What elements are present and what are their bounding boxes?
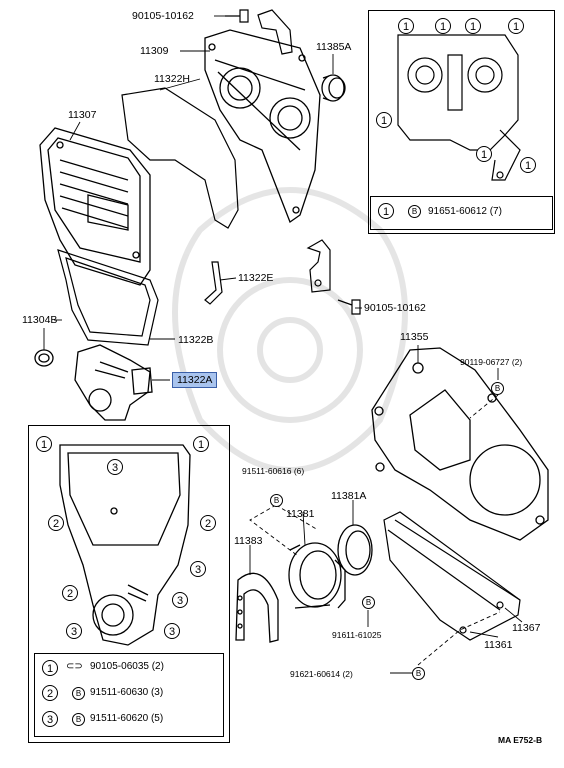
label-11322e: 11322E — [238, 272, 274, 284]
legend-bottom-bolt-icon-3: B — [72, 713, 85, 726]
callout-1: 1 — [435, 18, 451, 34]
page-code: MA E752-B — [498, 735, 543, 745]
timing-cover-no1 — [39, 127, 151, 286]
callout-1: 1 — [398, 18, 414, 34]
timing-cover-no2 — [204, 29, 321, 224]
callout-3: 3 — [107, 459, 123, 475]
legend-bottom-mark-2: 2 — [42, 685, 58, 701]
legend-top-mark: 1 — [378, 203, 394, 219]
inset-bottom-left-drawing — [59, 444, 191, 646]
legend-bottom-part-3: 91511-60620 (5) — [90, 713, 164, 724]
callout-1: 1 — [465, 18, 481, 34]
oil-seal-11385a — [321, 74, 346, 102]
inset-top-right-legend-frame — [370, 196, 553, 230]
watermark-emblem — [172, 187, 408, 473]
seal-retainer-group — [235, 524, 373, 643]
seal-11304b — [34, 349, 54, 367]
legend-bottom-part-1: 90105-06035 (2) — [90, 661, 164, 672]
bolt-marker-91611: B — [362, 596, 375, 609]
label-11322h: 11322H — [154, 73, 191, 85]
lower-cover-gasket — [57, 249, 159, 346]
label-91621-60614: 91621-60614 (2) — [290, 669, 353, 679]
legend-top-bolt-icon: B — [408, 205, 421, 218]
dashed-leaders — [249, 394, 501, 666]
callout-1: 1 — [476, 146, 492, 162]
bolt-marker-91511-60616: B — [270, 494, 283, 507]
label-11304b: 11304B — [22, 314, 58, 326]
callout-3: 3 — [172, 592, 188, 608]
callout-3: 3 — [66, 623, 82, 639]
label-11307: 11307 — [68, 109, 97, 121]
legend-bottom-bolt-icon-2: B — [72, 687, 85, 700]
callout-3: 3 — [164, 623, 180, 639]
label-11322b: 11322B — [178, 334, 214, 346]
legend-top-part: 91651-60612 (7) — [428, 206, 502, 217]
label-91611-61025: 91611-61025 — [332, 630, 382, 640]
callout-1: 1 — [508, 18, 524, 34]
end-plate-11355 — [371, 347, 549, 541]
label-11361: 11361 — [484, 639, 513, 651]
label-11322a-highlighted[interactable]: 11322A — [172, 372, 218, 388]
label-11383: 11383 — [234, 535, 263, 547]
callout-1: 1 — [193, 436, 209, 452]
callout-2: 2 — [62, 585, 78, 601]
label-11381: 11381 — [286, 508, 315, 520]
legend-bottom-stud-icon: ⊂⊃ — [66, 661, 83, 672]
inset-bottom-left-frame — [28, 425, 230, 743]
legend-bottom-mark-1: 1 — [42, 660, 58, 676]
leader-lines — [43, 15, 523, 674]
callout-1: 1 — [36, 436, 52, 452]
callout-2: 2 — [200, 515, 216, 531]
label-11381a: 11381A — [331, 490, 367, 502]
label-90105-10162-mid: 90105-10162 — [364, 302, 426, 314]
mid-bracket — [306, 239, 361, 315]
inset-top-right-frame — [368, 10, 555, 234]
callout-1: 1 — [376, 112, 392, 128]
cover-11322a — [74, 344, 153, 421]
upper-bracket — [225, 9, 293, 55]
gasket-11322h — [121, 87, 239, 229]
legend-bottom-part-2: 91511-60630 (3) — [90, 687, 164, 698]
label-90105-10162-top: 90105-10162 — [132, 10, 194, 22]
rear-plate-11361 — [383, 511, 521, 641]
label-91511-60616: 91511-60616 (6) — [242, 466, 305, 476]
legend-bottom-mark-3: 3 — [42, 711, 58, 727]
callout-3: 3 — [190, 561, 206, 577]
label-11309: 11309 — [140, 45, 169, 57]
bolt-marker-91621: B — [412, 667, 425, 680]
label-11385a: 11385A — [316, 41, 352, 53]
label-11367: 11367 — [512, 622, 541, 634]
label-90119-06727: 90119-06727 (2) — [460, 357, 523, 367]
callout-1: 1 — [520, 157, 536, 173]
label-11355: 11355 — [400, 331, 429, 343]
inset-bottom-left-legend-frame — [34, 653, 224, 737]
callout-2: 2 — [48, 515, 64, 531]
clip-11322e — [204, 261, 223, 305]
bolt-marker-90119: B — [491, 382, 504, 395]
